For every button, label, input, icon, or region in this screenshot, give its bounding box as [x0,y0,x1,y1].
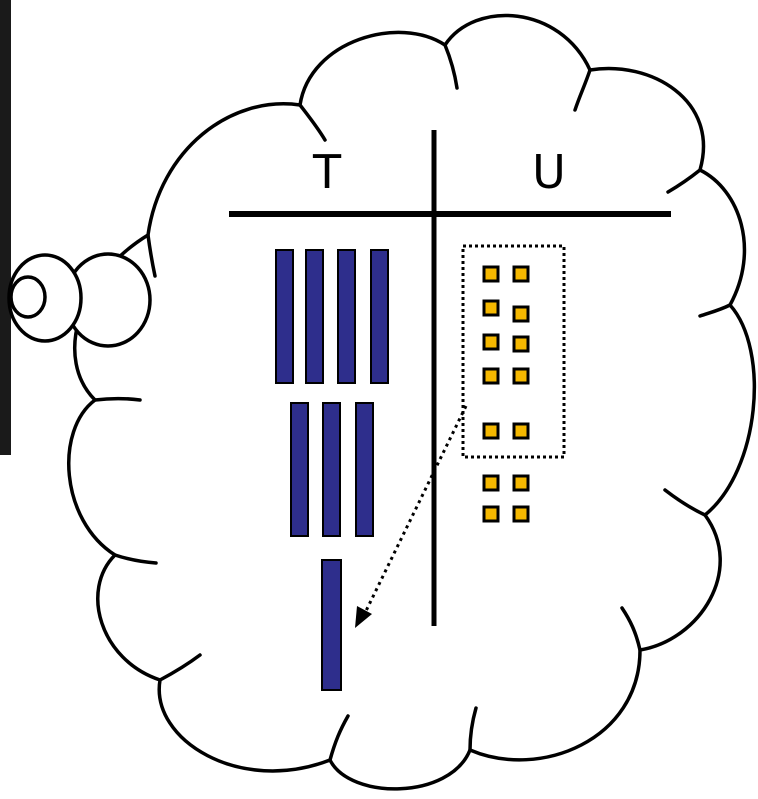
new-ten-rod [321,559,342,691]
tens-rod [290,402,309,537]
unit-cube [512,305,530,323]
dotted-arrow-icon [355,405,468,628]
unit-cube [482,333,500,351]
thought-bubble-icon [7,252,152,348]
tens-rod [305,249,324,384]
tens-rods [275,249,389,537]
tens-column-header: T [312,145,342,199]
tens-rod [355,402,374,537]
cloud-icon [67,13,756,791]
thought-bubble-small [9,275,47,319]
tens-rod [275,249,294,384]
unit-cube [512,505,530,523]
unit-cube [482,422,500,440]
units-column-header: U [532,145,566,199]
regroup-box [461,244,566,459]
unit-cube [482,474,500,492]
tens-rod [370,249,389,384]
unit-cube [512,367,530,385]
left-edge-bar [0,0,11,455]
unit-cube [482,505,500,523]
tens-rod [322,402,341,537]
unit-cube [482,367,500,385]
unit-cube [482,299,500,317]
unit-cube [482,265,500,283]
unit-cube [512,422,530,440]
unit-cube [512,335,530,353]
unit-cubes [482,265,530,523]
unit-cube [512,474,530,492]
tens-rod [337,249,356,384]
unit-cube [512,265,530,283]
